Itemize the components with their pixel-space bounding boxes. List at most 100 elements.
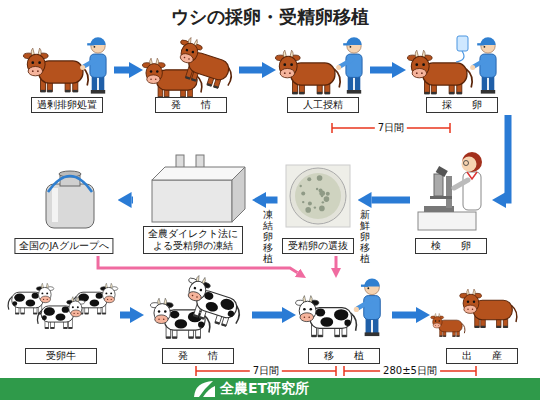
holstein-figure-part <box>189 336 194 338</box>
holstein-figure-part <box>102 313 106 315</box>
worker-figure-part <box>350 46 352 48</box>
flow-arrow <box>266 197 278 204</box>
holstein-figure-part <box>32 293 39 299</box>
period-label: 7日間 <box>250 364 282 378</box>
holstein-figure-part <box>62 307 69 313</box>
cow-figure-part <box>457 335 460 336</box>
cow-figure-part <box>32 70 34 72</box>
holstein-figure-part <box>304 316 306 318</box>
step-caption: 人工授精 <box>287 97 359 113</box>
step-caption: 全国のJAグループへ <box>14 238 113 254</box>
worker-figure-part <box>343 43 350 45</box>
cow-figure-part <box>503 326 508 328</box>
cow-figure-part <box>150 78 152 80</box>
holstein-figure-part <box>163 318 165 320</box>
cow-figure-part <box>433 317 442 328</box>
cow-figure-part <box>472 309 474 311</box>
cow-figure <box>170 35 239 92</box>
step-caption: 発 情 <box>162 348 234 364</box>
cow-figure-part <box>435 325 437 327</box>
dish-photo-part <box>295 173 341 219</box>
dish-photo-part <box>300 185 302 187</box>
holstein-figure-part <box>335 335 340 337</box>
holstein-figure-part <box>44 307 55 316</box>
cow-figure-part <box>38 61 41 64</box>
cow-figure-part <box>28 66 42 75</box>
cow-figure-part <box>440 335 443 336</box>
freezer-figure-part <box>232 167 245 222</box>
technician-figure-part <box>454 180 468 188</box>
holstein-figure-part <box>308 316 310 318</box>
technician-figure <box>454 152 482 210</box>
holstein-figure-part <box>42 315 47 320</box>
holstein-figure-part <box>33 313 37 315</box>
holstein-figure-part <box>175 319 187 328</box>
cow-figure-part <box>290 63 293 66</box>
cow-figure-part <box>497 326 502 328</box>
holstein-figure-part <box>318 335 323 337</box>
holstein-figure-part <box>198 322 204 328</box>
flow-arrow <box>252 312 282 319</box>
freezer-figure-part <box>152 167 245 180</box>
holstein-figure-part <box>300 313 314 322</box>
holstein-figure-part <box>77 306 79 308</box>
holstein-figure-part <box>312 335 317 337</box>
cow-figure-part <box>422 63 425 66</box>
dish-photo-part <box>301 191 305 195</box>
dish-photo-part <box>302 201 304 203</box>
holstein-figure-part <box>316 308 326 316</box>
worker-figure-part <box>340 59 353 66</box>
holstein-figure-part <box>344 320 350 326</box>
holstein-figure-part <box>56 313 66 320</box>
holstein-figure-part <box>47 299 48 300</box>
step-cell: 出 産 <box>432 272 532 364</box>
cow-figure-part <box>191 50 194 53</box>
holstein-figure-part <box>196 296 198 298</box>
worker-figure-part <box>364 296 381 320</box>
holstein-figure-part <box>199 316 204 320</box>
microscope-figure-part <box>434 174 443 196</box>
drip-bag-part <box>457 36 468 51</box>
dish-photo-part <box>290 168 346 224</box>
cow-figure-part <box>415 63 418 66</box>
cow-figure-part <box>475 326 480 328</box>
worker-figure-part <box>91 90 98 94</box>
worker-figure-part <box>336 65 341 70</box>
worker-figure-part <box>90 54 106 77</box>
step-caption: 受卵牛 <box>25 348 97 364</box>
step-cell: 発 情 <box>145 38 237 113</box>
cow-figure-part <box>73 90 78 93</box>
worker-figure <box>470 37 496 93</box>
step-caption: 移 植 <box>308 348 380 364</box>
cow-figure-part <box>37 70 39 72</box>
cow-figure-part <box>467 309 469 311</box>
holstein-figure-part <box>39 287 52 301</box>
cow-figure-part <box>449 92 454 95</box>
dish-photo <box>286 165 350 227</box>
freezer-figure <box>152 155 245 222</box>
technician-figure-part <box>464 161 469 166</box>
cow-figure <box>431 313 465 336</box>
step-cell: 受精卵の選抜 <box>280 160 356 254</box>
holstein-figure-part <box>12 301 17 306</box>
cow-figure-part <box>147 75 160 84</box>
worker-figure-part <box>489 76 494 92</box>
freezer-figure-part <box>152 180 232 222</box>
holstein-figure-part <box>158 310 160 312</box>
worker-figure-part <box>484 46 486 48</box>
worker-figure <box>336 37 362 93</box>
cow-figure-part <box>421 72 423 74</box>
cow-figure-part <box>292 92 297 95</box>
holstein-figure-part <box>221 323 226 327</box>
holstein-figure-part <box>64 327 68 329</box>
footer-bar <box>0 378 540 400</box>
holstein-figure-part <box>90 299 100 306</box>
storage-tank <box>46 171 94 228</box>
technician-figure-part <box>463 172 481 210</box>
worker-figure-part <box>84 59 97 66</box>
period-bracket-part <box>343 366 345 376</box>
flow-arrow <box>392 312 416 319</box>
cow-figure-part <box>40 90 45 93</box>
worker-figure-part <box>99 76 104 92</box>
